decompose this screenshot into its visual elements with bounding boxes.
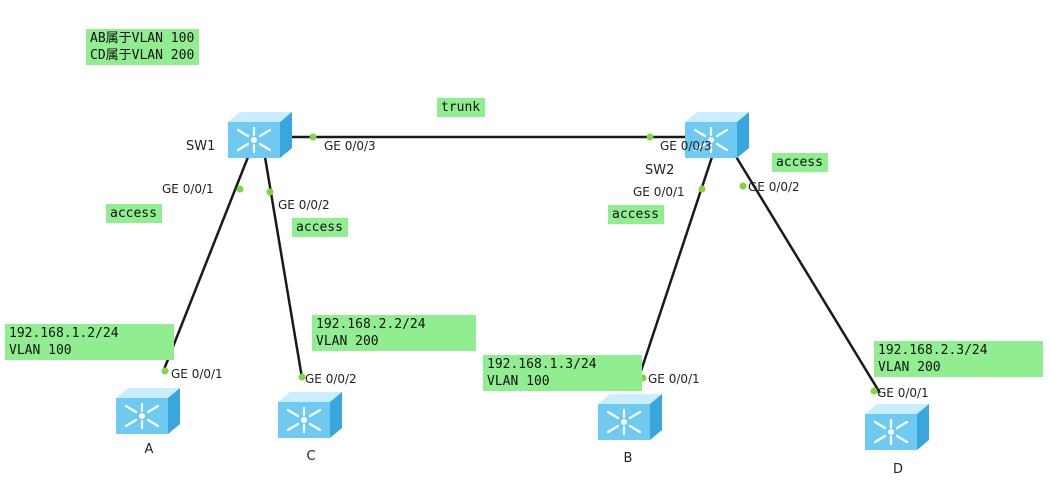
device-name-sw1: SW1 xyxy=(186,139,216,154)
device-name-sw2: SW2 xyxy=(645,163,675,178)
port-dot-sw1-ge2[interactable] xyxy=(266,188,274,196)
link-sw1-a[interactable] xyxy=(161,156,250,373)
sw2-ge2-mode-note[interactable]: access xyxy=(772,153,828,172)
link-sw2-b[interactable] xyxy=(636,156,714,381)
port-label-sw2-ge3: GE 0/0/3 xyxy=(660,139,712,153)
port-dot-a-ge1[interactable] xyxy=(161,367,169,375)
port-label-sw2-ge1: GE 0/0/1 xyxy=(633,185,685,199)
ip-note-c[interactable]: 192.168.2.2/24 VLAN 200 xyxy=(312,315,476,351)
port-label-c-ge2: GE 0/0/2 xyxy=(305,372,357,386)
port-label-sw1-ge3: GE 0/0/3 xyxy=(324,139,376,153)
switch-icon-sw1[interactable] xyxy=(226,110,294,160)
port-dot-c-ge2[interactable] xyxy=(298,373,306,381)
ip-note-a[interactable]: 192.168.1.2/24 VLAN 100 xyxy=(5,324,174,360)
sw1-ge2-mode-note[interactable]: access xyxy=(292,218,348,237)
switch-icon-a[interactable] xyxy=(114,386,182,436)
sw1-ge1-mode-note[interactable]: access xyxy=(106,204,162,223)
port-dot-sw1-ge1[interactable] xyxy=(236,185,244,193)
device-name-d: D xyxy=(892,462,904,477)
trunk-note[interactable]: trunk xyxy=(437,98,486,117)
vlan-summary-note[interactable]: AB属于VLAN 100 CD属于VLAN 200 xyxy=(86,29,200,65)
sw2-ge1-mode-note[interactable]: access xyxy=(608,205,664,224)
port-label-sw1-ge2: GE 0/0/2 xyxy=(278,198,330,212)
port-label-sw1-ge1: GE 0/0/1 xyxy=(162,182,214,196)
switch-icon-d[interactable] xyxy=(863,402,931,452)
port-dots-layer xyxy=(161,133,878,395)
ip-note-d[interactable]: 192.168.2.3/24 VLAN 200 xyxy=(874,341,1043,377)
switch-icon-c[interactable] xyxy=(276,390,344,440)
port-label-a-ge1: GE 0/0/1 xyxy=(171,367,223,381)
port-label-sw2-ge2: GE 0/0/2 xyxy=(748,180,800,194)
ip-note-b[interactable]: 192.168.1.3/24 VLAN 100 xyxy=(483,355,642,391)
port-dot-d-ge1[interactable] xyxy=(870,387,878,395)
port-label-d-ge1: GE 0/0/1 xyxy=(877,386,929,400)
port-dot-sw1-ge3[interactable] xyxy=(309,133,317,141)
device-name-c: C xyxy=(306,449,316,464)
switch-icon-b[interactable] xyxy=(596,392,664,442)
port-label-b-ge1: GE 0/0/1 xyxy=(648,372,700,386)
device-name-b: B xyxy=(623,451,633,466)
port-dot-sw2-ge1[interactable] xyxy=(698,185,706,193)
link-sw2-d[interactable] xyxy=(730,149,882,394)
device-name-a: A xyxy=(144,442,154,457)
port-dot-sw2-ge3[interactable] xyxy=(646,133,654,141)
port-dot-sw2-ge2[interactable] xyxy=(739,182,747,190)
